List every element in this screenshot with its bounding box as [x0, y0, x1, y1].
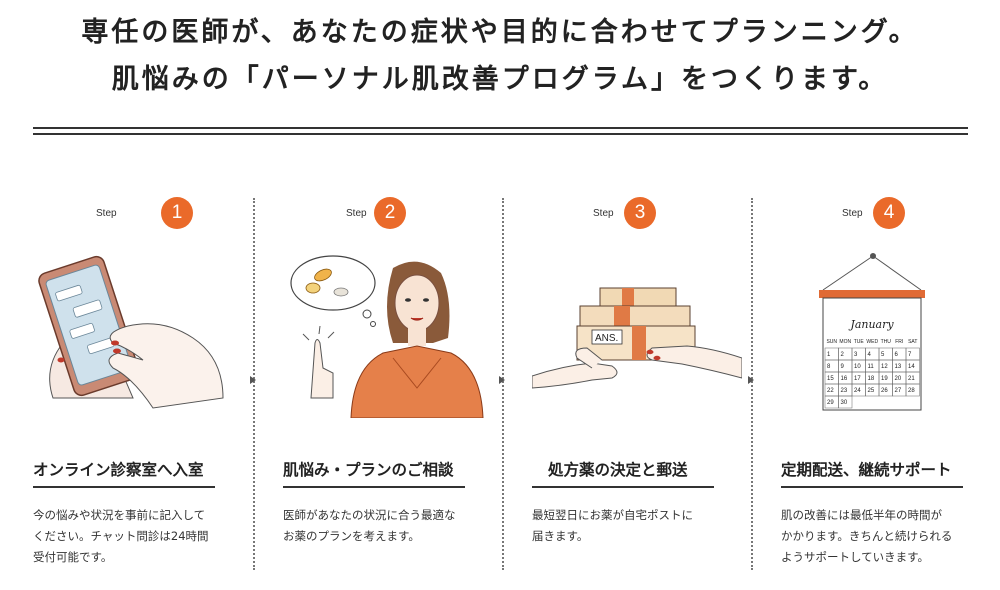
step-number-badge: 1 [161, 197, 193, 229]
calendar-day: 22 [827, 388, 834, 394]
calendar-weekday: SAT [908, 339, 917, 345]
calendar-day: 20 [895, 376, 902, 382]
calendar-day: 24 [854, 388, 861, 394]
calendar-day: 21 [908, 376, 915, 382]
calendar-day: 8 [827, 364, 831, 370]
calendar-day: 17 [854, 376, 861, 382]
step-description: 肌の改善には最低半年の時間が かかります。きちんと続けられる ようサポートしてい… [781, 508, 953, 564]
step-title: 肌悩み・プランのご相談 [283, 461, 454, 479]
calendar-day: 9 [841, 364, 845, 370]
step-number-badge: 4 [873, 197, 905, 229]
calendar-day-cell [905, 383, 920, 397]
step-1: Step 1 オンライン診察室へ入室 今の悩みや状況を事前に記入して ください。… [33, 175, 243, 590]
next-arrow-icon [250, 376, 256, 384]
calendar-day: 4 [868, 352, 872, 358]
calendar-weekday: THU [881, 339, 892, 345]
package-delivery-illustration: ANS. [531, 248, 743, 418]
calendar-day: 26 [881, 388, 888, 394]
step-description: 最短翌日にお薬が自宅ポストに 届きます。 [532, 508, 693, 543]
calendar-day: 1 [827, 352, 831, 358]
calendar-day: 23 [841, 388, 848, 394]
step-divider [253, 198, 255, 570]
calendar-weekday: TUE [854, 339, 865, 345]
step-label: Step [842, 208, 863, 219]
calendar-day: 30 [841, 400, 848, 406]
step-title-underline [33, 486, 215, 488]
step-title: 処方薬の決定と郵送 [548, 461, 688, 479]
step-label: Step [593, 208, 614, 219]
calendar-day: 10 [854, 364, 861, 370]
calendar-day: 15 [827, 376, 834, 382]
step-title: 定期配送、継続サポート [781, 461, 952, 479]
header-rule-bottom [33, 133, 968, 135]
step-title-underline [781, 486, 963, 488]
step-number-badge: 2 [374, 197, 406, 229]
step-3: Step 3 ANS. 処方薬の決定と郵送 最短翌日にお薬が自宅ポストに 届きま… [531, 175, 743, 590]
doctor-consultation-illustration [283, 248, 493, 419]
calendar-day: 6 [895, 352, 899, 358]
step-title-underline [283, 486, 465, 488]
calendar-day: 12 [881, 364, 888, 370]
calendar-day: 11 [868, 364, 875, 370]
calendar-day: 5 [881, 352, 885, 358]
step-label: Step [96, 208, 117, 219]
calendar-day: 7 [908, 352, 912, 358]
step-divider [502, 198, 504, 570]
calendar-day-cell [838, 395, 853, 409]
header-rule-top [33, 127, 968, 129]
next-arrow-icon [499, 376, 505, 384]
calendar-day: 19 [881, 376, 888, 382]
next-arrow-icon [748, 376, 754, 384]
step-description: 医師があなたの状況に合う最適な お薬のプランを考えます。 [283, 508, 456, 543]
calendar-day: 16 [841, 376, 848, 382]
headline-line-2: 肌悩みの「パーソナル肌改善プログラム」をつくります。 [111, 64, 889, 95]
calendar-day: 13 [895, 364, 902, 370]
step-description: 今の悩みや状況を事前に記入して ください。チャット問診は24時間 受付可能です。 [33, 508, 209, 564]
calendar-weekday: MON [839, 339, 851, 345]
smartphone-chat-illustration [33, 248, 243, 418]
calendar-weekday: FRI [895, 339, 903, 345]
calendar-day: 2 [841, 352, 845, 358]
headline-line-1: 専任の医師が、あなたの症状や目的に合わせてプランニング。 [81, 17, 919, 48]
calendar-day: 28 [908, 388, 915, 394]
calendar-day: 18 [868, 376, 875, 382]
calendar-day: 25 [868, 388, 875, 394]
step-number-badge: 3 [624, 197, 656, 229]
calendar-day: 3 [854, 352, 858, 358]
step-title-underline [532, 486, 714, 488]
calendar-weekday: SUN [826, 339, 837, 345]
step-label: Step [346, 208, 367, 219]
calendar-day: 14 [908, 364, 915, 370]
step-2: Step 2 肌悩み・プランのご相談 医師があなたの状況に合う最適な お薬のプラ… [283, 175, 493, 590]
calendar-month: January [848, 318, 894, 331]
calendar-weekday: WED [866, 339, 878, 345]
calendar-day: 27 [895, 388, 902, 394]
package-label: ANS. [595, 333, 618, 344]
step-divider [751, 198, 753, 570]
calendar-day: 29 [827, 400, 834, 406]
step-title: オンライン診察室へ入室 [33, 461, 204, 479]
